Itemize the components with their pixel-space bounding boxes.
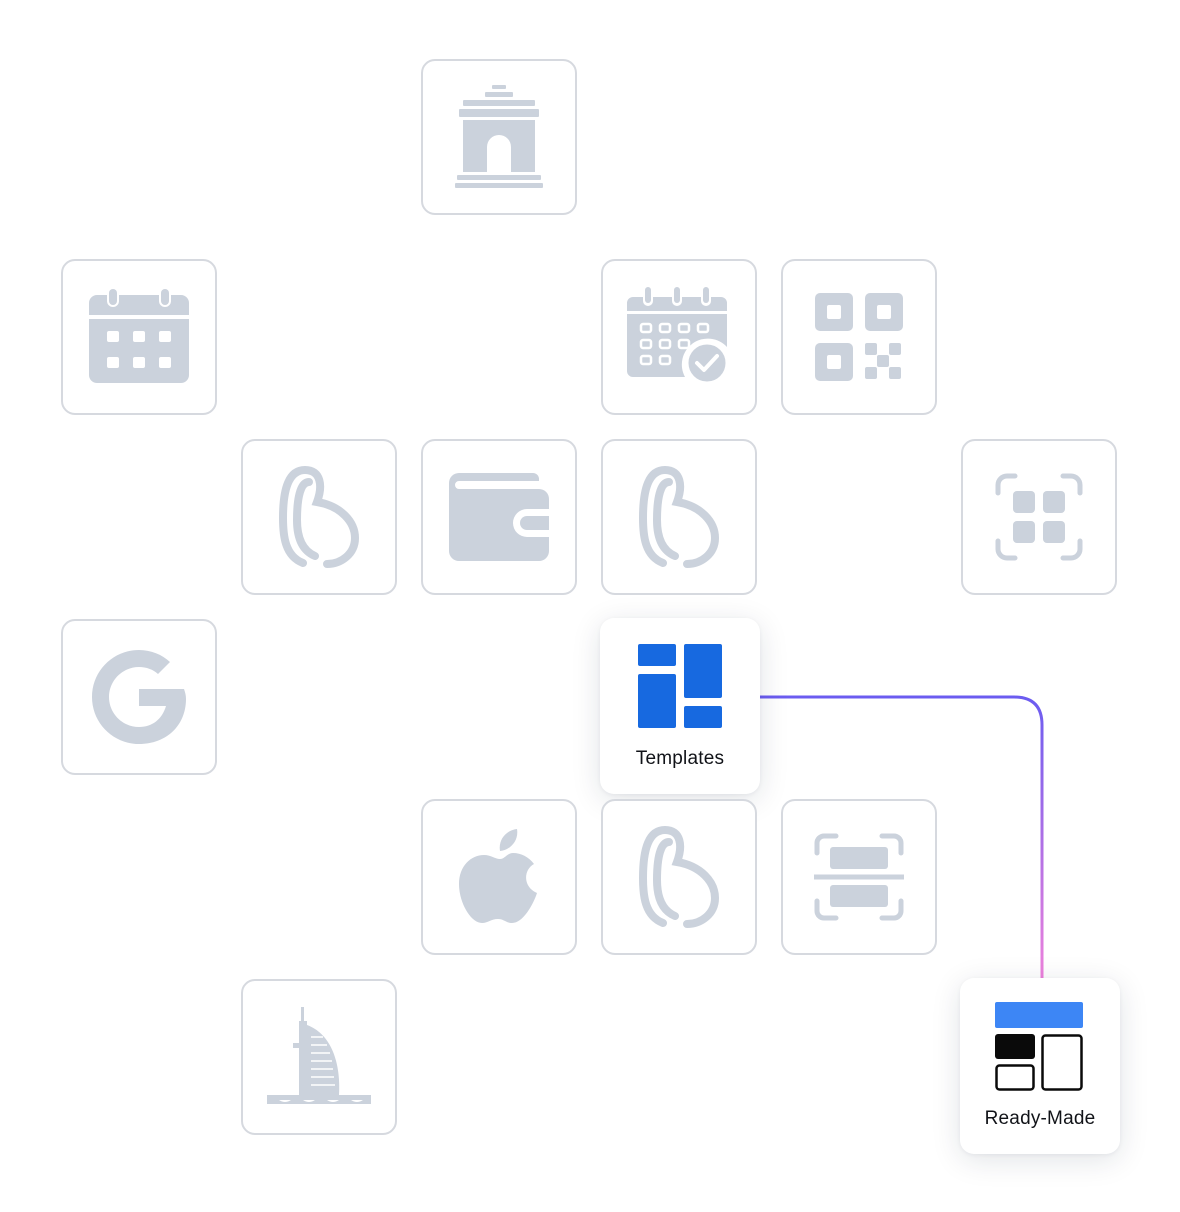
ready-made-layout-icon xyxy=(995,1002,1083,1091)
tile-qr-code xyxy=(781,259,937,415)
brand-logo-icon xyxy=(279,466,359,568)
tile-brand-logo xyxy=(241,439,397,595)
templates-card[interactable]: Templates xyxy=(600,618,760,794)
apple-icon xyxy=(459,829,537,923)
tile-brand-logo xyxy=(601,799,757,955)
barcode-scan-icon xyxy=(814,833,904,921)
scan-grid-icon xyxy=(995,473,1083,561)
tile-wallet xyxy=(421,439,577,595)
brand-logo-icon xyxy=(639,826,719,928)
tile-apple xyxy=(421,799,577,955)
tile-calendar xyxy=(61,259,217,415)
calendar-check-icon xyxy=(627,287,729,385)
ready-made-card[interactable]: Ready-Made xyxy=(960,978,1120,1154)
tile-india-gate xyxy=(421,59,577,215)
google-icon xyxy=(92,650,186,744)
tile-scan-grid xyxy=(961,439,1117,595)
tile-brand-logo xyxy=(601,439,757,595)
tile-calendar-check xyxy=(601,259,757,415)
burj-al-arab-icon xyxy=(267,1007,371,1104)
tile-google xyxy=(61,619,217,775)
tile-barcode-scan xyxy=(781,799,937,955)
templates-label: Templates xyxy=(635,748,725,769)
brand-logo-icon xyxy=(639,466,719,568)
ready-made-label: Ready-Made xyxy=(984,1108,1096,1129)
templates-layout-icon xyxy=(638,644,722,728)
tile-burj-al-arab xyxy=(241,979,397,1135)
india-gate-icon xyxy=(455,85,543,188)
wallet-icon xyxy=(449,473,549,561)
calendar-icon xyxy=(89,289,189,383)
qr-code-icon xyxy=(815,293,903,381)
